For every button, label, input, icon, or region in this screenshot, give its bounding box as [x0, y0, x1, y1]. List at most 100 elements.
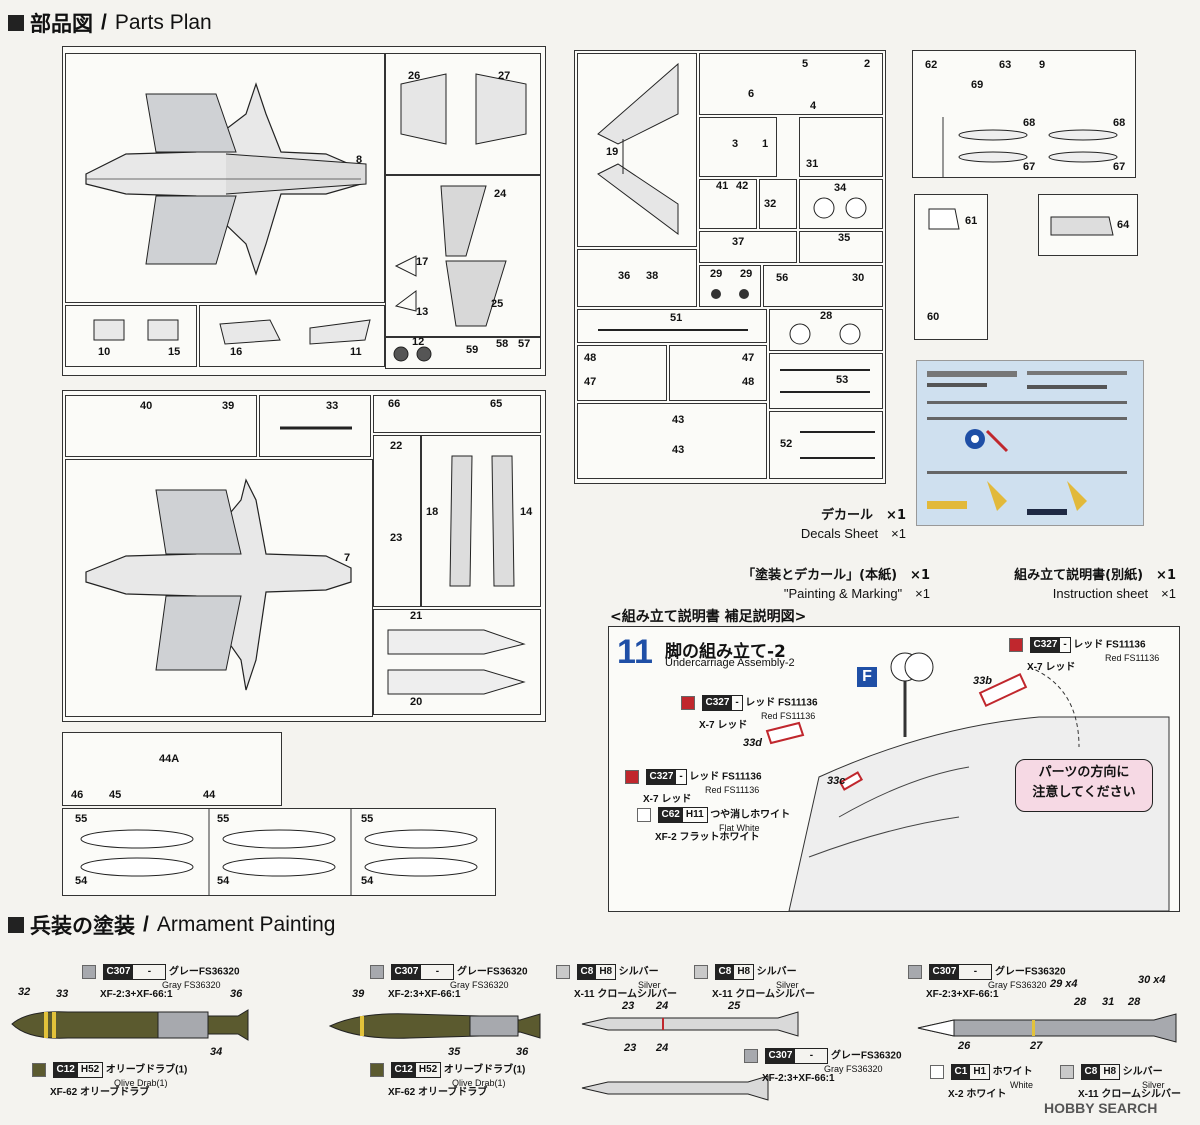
part-number: 41: [716, 180, 729, 192]
sprue-frame-c: 62 63 69 9 68 68 67 67: [912, 50, 1136, 178]
part-number: 19: [606, 146, 619, 158]
part-number: 48: [584, 352, 597, 364]
rail-drawing: [598, 329, 748, 331]
part-number: 11: [350, 346, 362, 358]
paint-callout-red-33c: C327- レッド FS11136 Red FS11136 X-7 レッド: [625, 769, 762, 805]
disc-drawing: [789, 323, 861, 345]
sprue-frame-b: 19 5 2 6 4 3 1 31 41 42 32 3 4 37 35 36 3…: [574, 50, 886, 484]
part-number: 22: [390, 440, 403, 452]
paint-code-chip: C307-: [390, 964, 455, 980]
part-56-30-panel: 56 30: [763, 265, 883, 307]
part-number: 26: [408, 70, 421, 82]
part-number: 68: [1113, 117, 1126, 129]
part-number: 66: [388, 398, 401, 410]
part-number: 31: [806, 158, 819, 170]
color-swatch: [1060, 1065, 1074, 1079]
part-29-panel: 29 29: [699, 265, 761, 307]
small-parts-drawing: [393, 346, 432, 362]
color-swatch: [82, 965, 96, 979]
part-28-panel: 28: [769, 309, 883, 351]
part-18-14-panel: 18 14: [421, 435, 541, 607]
seat-drawing: [1050, 216, 1114, 236]
intake-parts-drawing: [400, 73, 527, 145]
part-number: 18: [426, 506, 439, 518]
instr-label-en: Instruction sheet ×1: [1052, 586, 1176, 601]
vertical-tail-drawing: [597, 62, 679, 235]
armament-title-jp: 兵装の塗装: [30, 914, 135, 938]
parts-plan-header: 部品図 / Parts Plan: [8, 8, 212, 38]
part-number: 57: [518, 338, 531, 350]
color-swatch: [637, 808, 651, 822]
part-number: 35: [838, 232, 851, 244]
part-number: 42: [736, 180, 749, 192]
upper-fuselage-drawing: [85, 82, 367, 276]
part-number: 13: [416, 306, 429, 318]
part-number: 4: [810, 100, 817, 112]
part-5-6-panel: 5 2 6 4: [699, 53, 883, 115]
part-number: 61: [965, 215, 978, 227]
part-33-panel: 33: [259, 395, 371, 457]
color-swatch: [694, 965, 708, 979]
decal-sheet-count: デカール ×1 Decals Sheet ×1: [786, 504, 906, 542]
color-swatch: [625, 770, 639, 784]
gbu2-label: 36: [516, 1046, 529, 1058]
aim120-label: 27: [1030, 1040, 1043, 1052]
watermark-logo: HOBBY SEARCH: [1044, 1100, 1157, 1116]
part-number: 3: [732, 138, 739, 150]
armament-header: 兵装の塗装 / Armament Painting: [8, 910, 335, 940]
color-swatch: [370, 965, 384, 979]
paint-callout-red-33d: C327- レッド FS11136 Red FS11136 X-7 レッド: [681, 695, 818, 731]
painting-marking-count: 「塗装とデカール」(本紙) ×1 "Painting & Marking" ×1: [700, 564, 930, 602]
part-number: 10: [98, 346, 111, 358]
nose-halves-drawing: [387, 629, 526, 695]
gbu2-label: 35: [448, 1046, 461, 1058]
aim9-label: 23: [622, 1000, 635, 1012]
aim120-label: 28: [1074, 996, 1087, 1008]
part-43-panel: 43 43: [577, 403, 767, 479]
color-swatch: [681, 696, 695, 710]
small-parts-drawing: [93, 319, 179, 341]
supplement-title: <組み立て説明書 補足説明図>: [610, 609, 807, 625]
part-number: 29: [740, 268, 753, 280]
part-number: 56: [776, 272, 789, 284]
part-number: 29: [710, 268, 723, 280]
part-8-upper-fuselage-panel: 8: [65, 53, 385, 303]
part-number: 45: [109, 789, 122, 801]
part-number: 54: [75, 875, 88, 887]
part-51-panel: 51: [577, 309, 767, 343]
part-36-38-panel: 36 38: [577, 249, 697, 307]
sprue-frame-d: 40 39 33 66 65 7 22 23 18 14 21 20: [62, 390, 546, 722]
header-slash: /: [101, 11, 107, 34]
part-21-20-panel: 21 20: [373, 609, 541, 715]
color-swatch: [744, 1049, 758, 1063]
parts-plan-title-en: Parts Plan: [114, 11, 212, 34]
part-37-panel: 37: [699, 231, 797, 263]
part-number: 12: [412, 336, 425, 348]
part-number: 62: [925, 59, 938, 71]
gbu1-label: 34: [210, 1046, 223, 1058]
aim9-gray-callout: C307- グレーFS36320 Gray FS36320 XF-2:3+XF-…: [744, 1048, 902, 1084]
part-41-42-panel: 41 42: [699, 179, 757, 229]
part-40-39-panel: 40 39: [65, 395, 257, 457]
part-3-1-panel: 3 1: [699, 117, 777, 177]
instr-label-jp: 組み立て説明書(別紙) ×1: [1014, 568, 1176, 583]
color-swatch: [32, 1063, 46, 1077]
fuel-tanks-drawing: [80, 809, 478, 895]
part-48-47-panel: 48 47: [577, 345, 667, 401]
part-number: 32: [764, 198, 777, 210]
part-12-59-panel: 12 59 58 57: [385, 336, 541, 369]
part-number: 60: [927, 311, 940, 323]
part-number: 1: [762, 138, 769, 150]
label-33c: 33c: [827, 775, 846, 787]
step-number: 11: [617, 633, 653, 671]
part-52-panel: 52: [769, 411, 883, 479]
part-number: 23: [390, 532, 403, 544]
decal-label-en: Decals Sheet ×1: [800, 526, 906, 541]
part-number: 9: [1039, 59, 1046, 71]
paint-code-chip: C307-: [102, 964, 167, 980]
